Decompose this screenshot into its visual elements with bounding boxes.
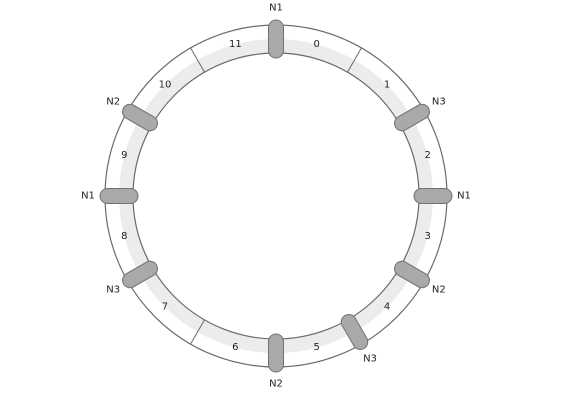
segment-label: 9 <box>121 150 127 161</box>
segment-label: 0 <box>313 39 319 50</box>
node-label: N2 <box>432 285 446 296</box>
segment-label: 6 <box>232 342 238 353</box>
node-marker <box>268 333 284 373</box>
node-label: N1 <box>81 191 95 202</box>
segment-divider <box>190 319 205 345</box>
segment-label: 7 <box>162 302 168 313</box>
node-label: N1 <box>269 3 283 14</box>
nodes <box>99 19 453 373</box>
node-marker <box>413 188 453 204</box>
node-marker <box>99 188 139 204</box>
node-label: N3 <box>363 353 377 364</box>
ring-inner-edge <box>132 52 420 340</box>
segment-label: 3 <box>424 231 430 242</box>
node-label: N2 <box>106 97 120 108</box>
segment-label: 4 <box>384 302 390 313</box>
node-label: N2 <box>269 379 283 390</box>
node-label: N3 <box>432 97 446 108</box>
segment-label: 11 <box>229 39 242 50</box>
segment-divider <box>190 47 205 73</box>
node-marker <box>268 19 284 59</box>
segment-label: 10 <box>159 79 172 90</box>
segment-label: 2 <box>424 150 430 161</box>
node-label: N1 <box>457 191 471 202</box>
node-marker <box>122 103 158 132</box>
segment-label: 8 <box>121 231 127 242</box>
node-marker <box>394 103 430 132</box>
segment-label: 1 <box>384 79 390 90</box>
node-marker <box>122 260 158 289</box>
node-label: N3 <box>106 285 120 296</box>
segment-label: 5 <box>313 342 319 353</box>
segment-labels: 0 1 2 3 4 5 6 7 8 9 10 11 <box>121 39 431 353</box>
segment-divider <box>347 47 362 73</box>
node-marker <box>394 260 430 289</box>
node-marker <box>340 314 369 350</box>
